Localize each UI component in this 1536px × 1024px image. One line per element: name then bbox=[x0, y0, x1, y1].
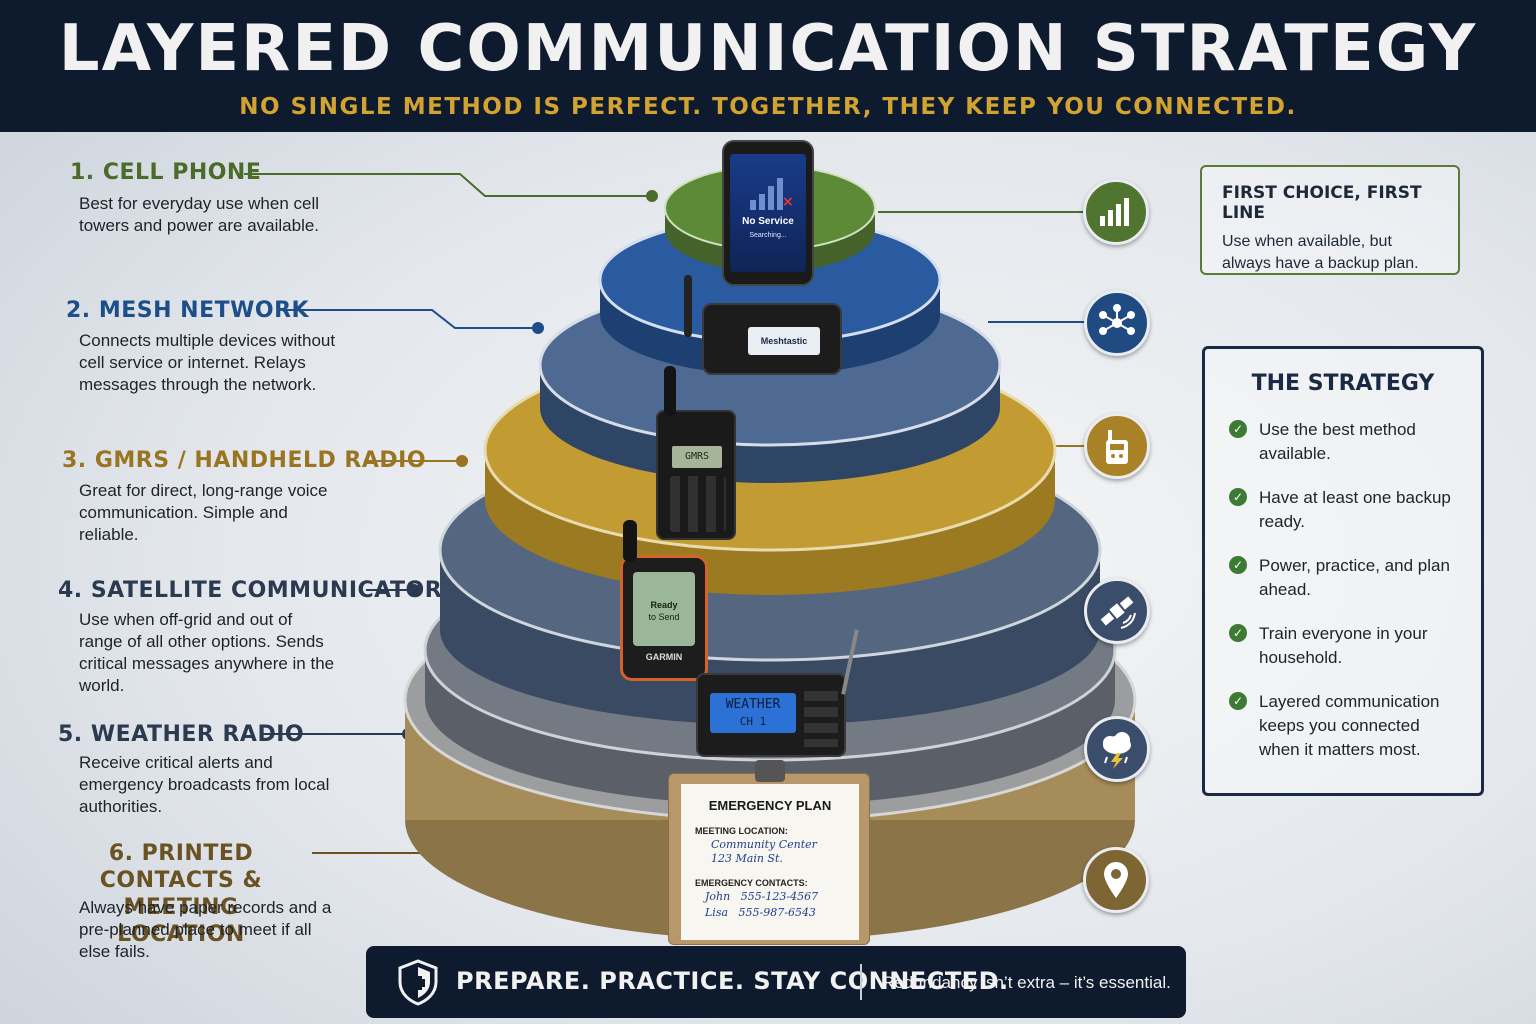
phone-status-text: No Service bbox=[742, 216, 794, 227]
check-icon: ✓ bbox=[1229, 488, 1247, 506]
strategy-box: THE STRATEGY ✓ Use the best method availa… bbox=[1202, 346, 1484, 796]
weather-line2: CH 1 bbox=[739, 715, 767, 728]
first-choice-box: FIRST CHOICE, FIRST LINE Use when availa… bbox=[1200, 165, 1460, 275]
storm-cloud-icon bbox=[1084, 716, 1150, 782]
meeting-label: MEETING LOCATION: bbox=[695, 826, 788, 836]
contact-1: John 555-123-4567 bbox=[705, 890, 819, 903]
strategy-item: ✓ Train everyone in your household. bbox=[1227, 622, 1459, 670]
network-nodes-icon bbox=[1084, 290, 1150, 356]
layer-1-desc: Best for everyday use when cell towers a… bbox=[79, 194, 320, 235]
strategy-item: ✓ Power, practice, and plan ahead. bbox=[1227, 554, 1459, 602]
layer-1-title: 1. CELL PHONE bbox=[70, 160, 262, 185]
satellite-communicator-device: Ready to Send GARMIN bbox=[620, 520, 708, 681]
layer-6-desc: Always have paper records and a pre-plan… bbox=[79, 898, 332, 961]
sat-antenna bbox=[623, 520, 637, 562]
layer-3-desc: Great for direct, long-range voice commu… bbox=[79, 481, 328, 544]
clipboard-clip bbox=[755, 760, 785, 782]
map-pin-icon bbox=[1083, 847, 1149, 913]
sat-screen-line1: Ready bbox=[650, 600, 678, 610]
emergency-plan-clipboard: EMERGENCY PLAN MEETING LOCATION: Communi… bbox=[668, 760, 870, 945]
footer-slogan: PREPARE. PRACTICE. STAY CONNECTED. bbox=[456, 967, 1009, 995]
phone-searching-text: Searching... bbox=[749, 232, 787, 239]
header-banner: LAYERED COMMUNICATION STRATEGY NO SINGLE… bbox=[0, 0, 1536, 132]
page-title: LAYERED COMMUNICATION STRATEGY bbox=[58, 12, 1478, 86]
weather-screen: WEATHER CH 1 bbox=[710, 693, 796, 733]
check-icon: ✓ bbox=[1229, 624, 1247, 642]
weather-buttons bbox=[804, 691, 838, 747]
check-icon: ✓ bbox=[1229, 692, 1247, 710]
meeting-line2: 123 Main St. bbox=[711, 852, 783, 865]
layer-5-desc: Receive critical alerts and emergency br… bbox=[79, 753, 330, 816]
shield-icon bbox=[398, 959, 438, 1006]
sat-brand: GARMIN bbox=[645, 652, 683, 662]
phone-signal-icon: × bbox=[750, 178, 792, 210]
svg-text:×: × bbox=[782, 194, 792, 210]
strategy-item: ✓ Layered communication keeps you connect… bbox=[1227, 690, 1459, 762]
check-icon: ✓ bbox=[1229, 556, 1247, 574]
mesh-device: Meshtastic bbox=[684, 275, 842, 375]
handheld-radio-icon bbox=[1084, 413, 1150, 479]
strategy-item-text: Train everyone in your household. bbox=[1259, 624, 1428, 667]
cell-phone-device: × No Service Searching... bbox=[722, 140, 814, 286]
sat-screen: Ready to Send bbox=[633, 572, 695, 646]
sat-screen-line2: to Send bbox=[648, 612, 680, 622]
contact-2: Lisa 555-987-6543 bbox=[705, 906, 816, 919]
clipboard-title: EMERGENCY PLAN bbox=[708, 798, 832, 813]
strategy-title: THE STRATEGY bbox=[1251, 371, 1435, 396]
satellite-icon bbox=[1084, 578, 1150, 644]
footer-divider bbox=[860, 964, 862, 1000]
page-subtitle: NO SINGLE METHOD IS PERFECT. TOGETHER, T… bbox=[239, 94, 1297, 120]
gmrs-screen: GMRS bbox=[672, 446, 722, 468]
gmrs-keypad bbox=[670, 476, 726, 532]
strategy-item: ✓ Use the best method available. bbox=[1227, 418, 1459, 466]
signal-bars-icon bbox=[1083, 179, 1149, 245]
check-icon: ✓ bbox=[1229, 420, 1247, 438]
contacts-label: EMERGENCY CONTACTS: bbox=[695, 878, 808, 888]
gmrs-antenna bbox=[664, 366, 676, 416]
layer-2-title: 2. MESH NETWORK bbox=[66, 298, 310, 323]
strategy-item-text: Have at least one backup ready. bbox=[1259, 488, 1451, 531]
clipboard-paper: EMERGENCY PLAN MEETING LOCATION: Communi… bbox=[681, 784, 859, 940]
weather-radio-device: WEATHER CH 1 bbox=[696, 629, 859, 757]
mesh-antenna bbox=[684, 275, 692, 337]
layer-4-desc: Use when off-grid and out of range of al… bbox=[79, 610, 335, 695]
weather-line1: WEATHER bbox=[725, 697, 781, 712]
layer-2-desc: Connects multiple devices without cell s… bbox=[79, 331, 336, 394]
first-choice-title: FIRST CHOICE, FIRST LINE bbox=[1222, 183, 1422, 223]
phone-screen: × No Service Searching... bbox=[730, 154, 806, 272]
meeting-line1: Community Center bbox=[711, 838, 817, 851]
first-choice-text: Use when available, but always have a ba… bbox=[1222, 233, 1419, 272]
mesh-screen: Meshtastic bbox=[748, 327, 820, 355]
strategy-item-text: Layered communication keeps you connecte… bbox=[1259, 692, 1440, 759]
footer-tagline: Redundancy isn’t extra – it’s essential. bbox=[882, 973, 1171, 992]
strategy-item-text: Power, practice, and plan ahead. bbox=[1259, 556, 1450, 599]
gmrs-radio-device: GMRS bbox=[656, 366, 736, 540]
strategy-item: ✓ Have at least one backup ready. bbox=[1227, 486, 1459, 534]
footer-banner: PREPARE. PRACTICE. STAY CONNECTED. Redun… bbox=[366, 946, 1186, 1018]
strategy-item-text: Use the best method available. bbox=[1259, 420, 1416, 463]
layer-6-title: 6. PRINTED CONTACTS & MEETING LOCATION bbox=[99, 841, 263, 947]
